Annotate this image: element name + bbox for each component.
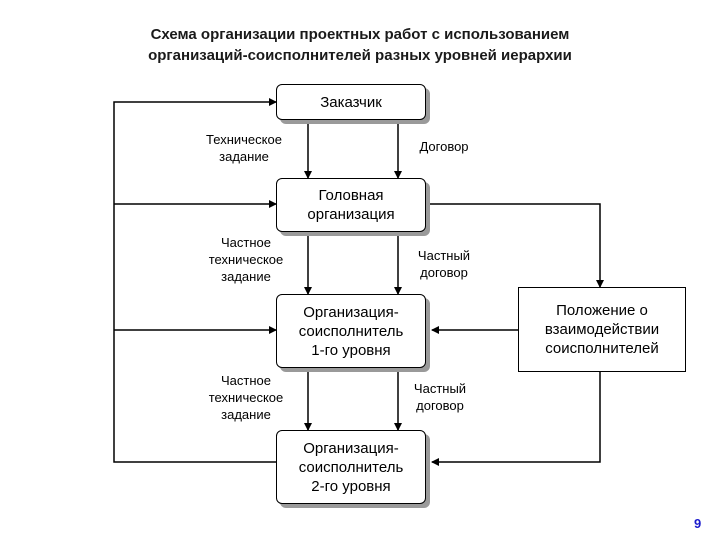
page-number: 9 — [694, 516, 702, 531]
node-head-line-1: Головная — [318, 187, 384, 204]
label-ptt2-line-2: техническое — [208, 390, 284, 405]
node-head-organization: Головная организация — [276, 178, 426, 232]
label-contract: Договор — [404, 138, 484, 155]
label-tech-task: Техническое задание — [188, 131, 300, 165]
node-regulation: Положение о взаимодействии соисполнителе… — [518, 287, 686, 372]
title-line-2: организаций-соисполнителей разных уровне… — [148, 47, 572, 64]
node-level2-line-2: соисполнитель — [298, 458, 404, 476]
node-coexecutor-level1: Организация- соисполнитель 1-го уровня — [276, 294, 426, 368]
arrow-regulation-to-level2 — [431, 372, 601, 466]
node-regulation-line-3: соисполнителей — [545, 340, 659, 357]
arrow-head-to-regulation — [428, 203, 604, 288]
label-tech-task-line-2: задание — [219, 149, 269, 164]
label-private-tech-task-1: Частное техническое задание — [190, 234, 302, 285]
label-pc1-line-1: Частный — [417, 248, 471, 263]
node-level2-line-3: 2-го уровня — [311, 477, 391, 495]
node-level1-line-2: соисполнитель — [298, 322, 404, 340]
label-ptt2-line-1: Частное — [221, 373, 271, 388]
label-ptt1-line-1: Частное — [221, 235, 271, 250]
label-private-contract-2: Частный договор — [400, 380, 480, 414]
node-coexecutor-level2: Организация- соисполнитель 2-го уровня — [276, 430, 426, 504]
node-regulation-line-2: взаимодействии — [544, 321, 660, 338]
label-contract-line-1: Договор — [419, 139, 469, 154]
title-line-1: Схема организации проектных работ с испо… — [150, 26, 570, 43]
node-customer: Заказчик — [276, 84, 426, 120]
node-level2-line-1: Организация- — [303, 439, 399, 457]
label-pc1-line-2: договор — [420, 265, 468, 280]
node-customer-line: Заказчик — [320, 93, 382, 111]
label-ptt2-line-3: задание — [221, 407, 271, 422]
label-ptt1-line-3: задание — [221, 269, 271, 284]
node-regulation-line-1: Положение о — [556, 302, 648, 319]
label-ptt1-line-2: техническое — [208, 252, 284, 267]
diagram-title: Схема организации проектных работ с испо… — [60, 24, 660, 66]
label-pc2-line-2: договор — [416, 398, 464, 413]
label-private-contract-1: Частный договор — [404, 247, 484, 281]
node-level1-line-3: 1-го уровня — [311, 341, 391, 359]
label-tech-task-line-1: Техническое — [206, 132, 282, 147]
node-level1-line-1: Организация- — [303, 303, 399, 321]
label-pc2-line-1: Частный — [413, 381, 467, 396]
feedback-loop-left — [113, 98, 277, 463]
label-private-tech-task-2: Частное техническое задание — [190, 372, 302, 423]
node-head-line-2: организация — [307, 206, 395, 223]
